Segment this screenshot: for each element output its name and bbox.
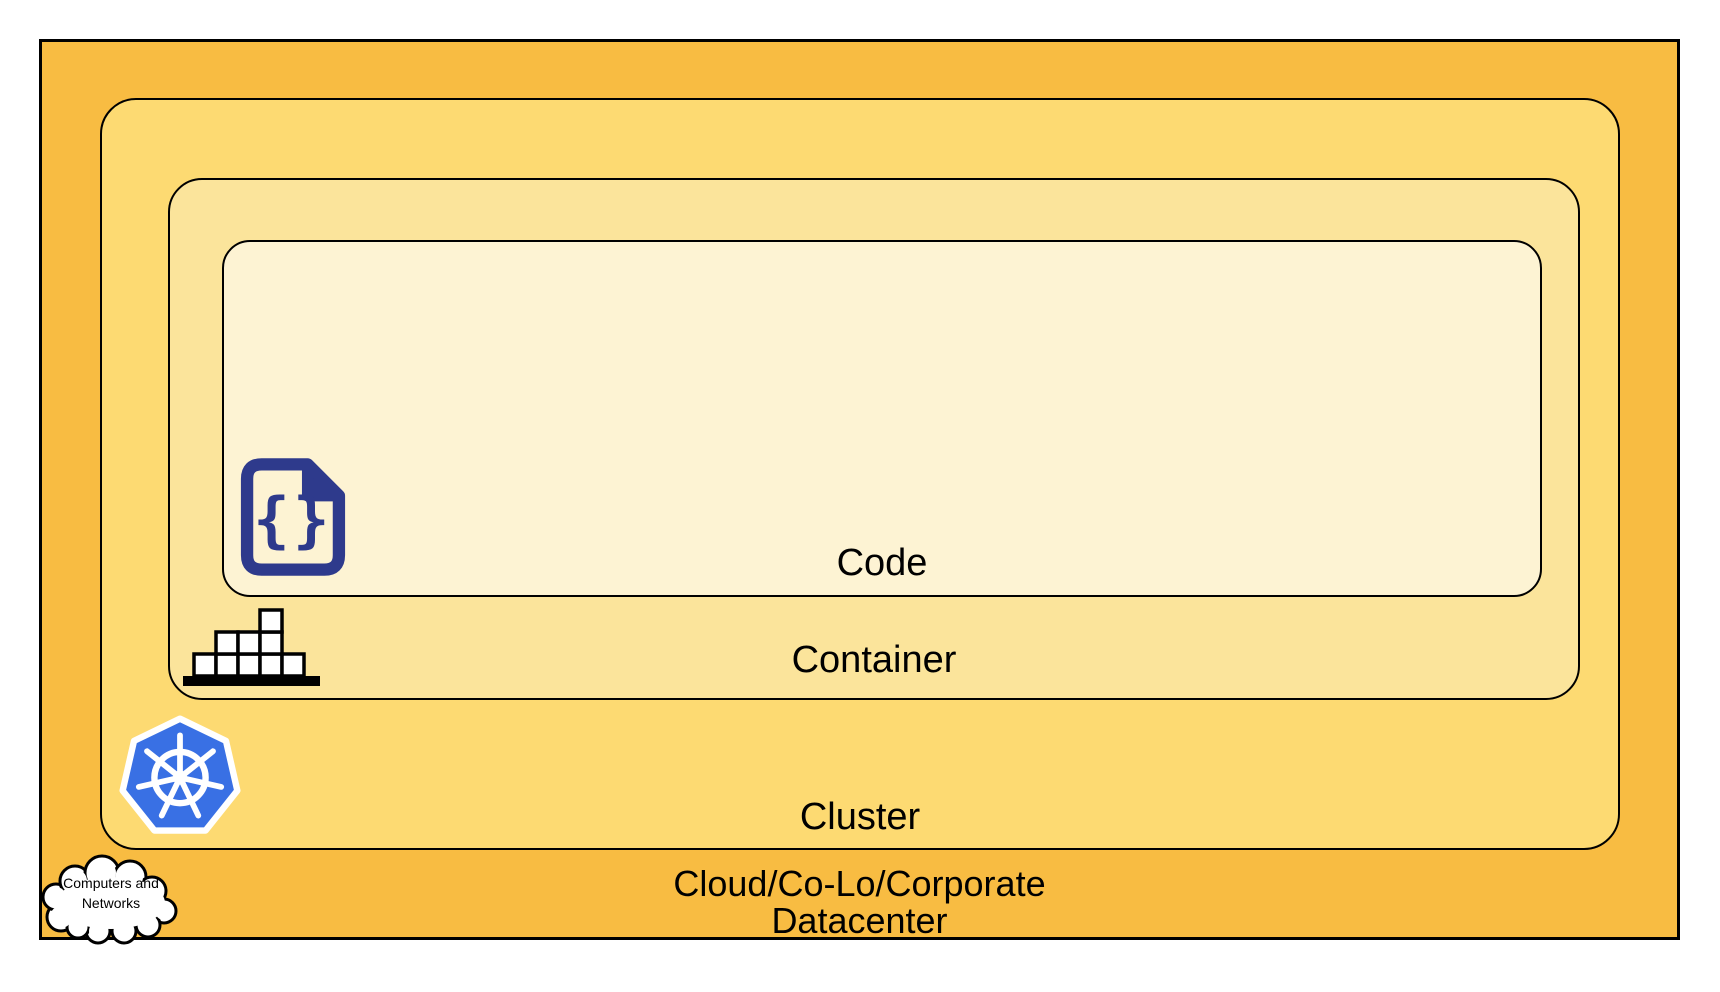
datacenter-label-line2: Datacenter (771, 900, 948, 941)
layer-cluster: Code Container Cluster (100, 98, 1620, 850)
container-base-bar (183, 676, 320, 686)
kubernetes-helm-wheel (135, 732, 225, 819)
code-file-outline (240, 458, 346, 576)
layer-datacenter: Code Container Cluster Cloud/Co-Lo/Corpo… (39, 39, 1680, 940)
code-braces-glyph: {} (253, 486, 333, 556)
container-boxes (192, 608, 306, 678)
layer-container: Code Container (168, 178, 1580, 700)
cloud-icon: Computers and Networks (35, 851, 187, 947)
kubernetes-icon (116, 710, 244, 840)
cluster-label: Cluster (799, 796, 921, 838)
kubernetes-hub (172, 770, 188, 785)
cloud-label-line2: Networks (82, 895, 140, 911)
code-file-icon: {} (237, 456, 349, 578)
container-stack-icon (183, 608, 320, 688)
cloud-label-line1: Computers and (63, 875, 159, 891)
datacenter-label: Cloud/Co-Lo/Corporate Datacenter (42, 865, 1677, 939)
layer-code: Code (222, 240, 1542, 597)
code-label: Code (836, 542, 928, 584)
container-label: Container (791, 639, 957, 681)
cloud-body (46, 859, 173, 940)
datacenter-label-line1: Cloud/Co-Lo/Corporate (673, 863, 1046, 904)
